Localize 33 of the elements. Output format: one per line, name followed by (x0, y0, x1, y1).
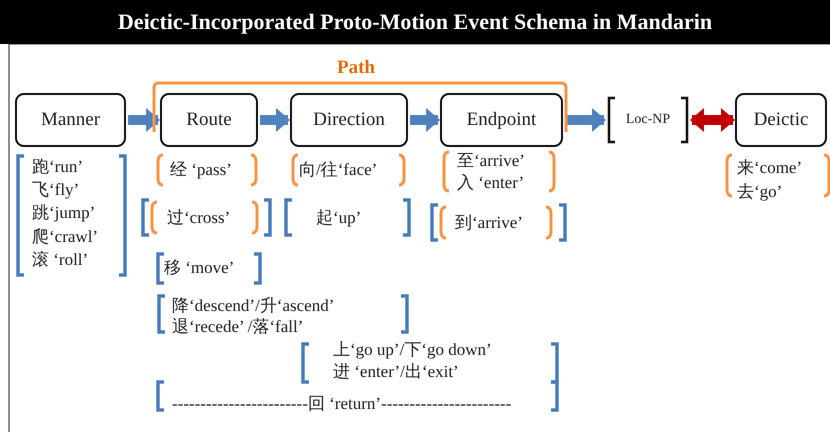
gloss-text: 过‘cross’ (167, 208, 230, 228)
block-arrow (260, 108, 290, 132)
gloss-text: 上‘go up’/下‘go down’ (333, 340, 492, 360)
gloss-text: 进 ‘enter’/出‘exit’ (333, 362, 459, 382)
block-arrow (565, 108, 606, 132)
gloss-text: 向/往‘face’ (299, 160, 378, 180)
gloss-text: 滚 ‘roll’ (32, 250, 88, 270)
gloss-text: 到‘arrive’ (455, 213, 523, 233)
concept-box: Route (160, 93, 258, 147)
concept-box: Endpoint (440, 93, 563, 147)
gloss-text: 跳‘jump’ (32, 203, 96, 223)
bracketed-term: Loc-NP (606, 95, 690, 145)
gloss-text: 入 ‘enter’ (457, 173, 524, 193)
gloss-text: 起‘up’ (316, 208, 362, 228)
bracket-label: Path (337, 58, 375, 78)
gloss-text: 爬‘crawl’ (32, 227, 98, 247)
gloss-text: 经 ‘pass’ (170, 160, 232, 180)
gloss-text: 降‘descend’/升‘ascend’ (172, 296, 334, 316)
concept-box: Deictic (735, 93, 827, 147)
gloss-text: 移 ‘move’ (164, 258, 234, 278)
gloss-text: ------------------------回 ‘return’----------------------- (172, 394, 512, 414)
gloss-text: 至‘arrive’ (457, 151, 525, 171)
gloss-text: 去‘go’ (737, 182, 782, 202)
title-bar: Deictic-Incorporated Proto-Motion Event Schema in Mandarin (0, 0, 830, 44)
concept-box: Direction (290, 93, 408, 147)
block-arrow (690, 108, 735, 132)
gloss-text: 退‘recede’ /落‘fall’ (172, 317, 304, 337)
gloss-text: 跑‘run’ (32, 157, 83, 177)
gloss-text: 来‘come’ (737, 158, 802, 178)
gloss-text: 飞‘fly’ (32, 180, 80, 200)
concept-box: Manner (15, 93, 126, 147)
block-arrow (410, 108, 440, 132)
block-arrow (128, 108, 160, 132)
